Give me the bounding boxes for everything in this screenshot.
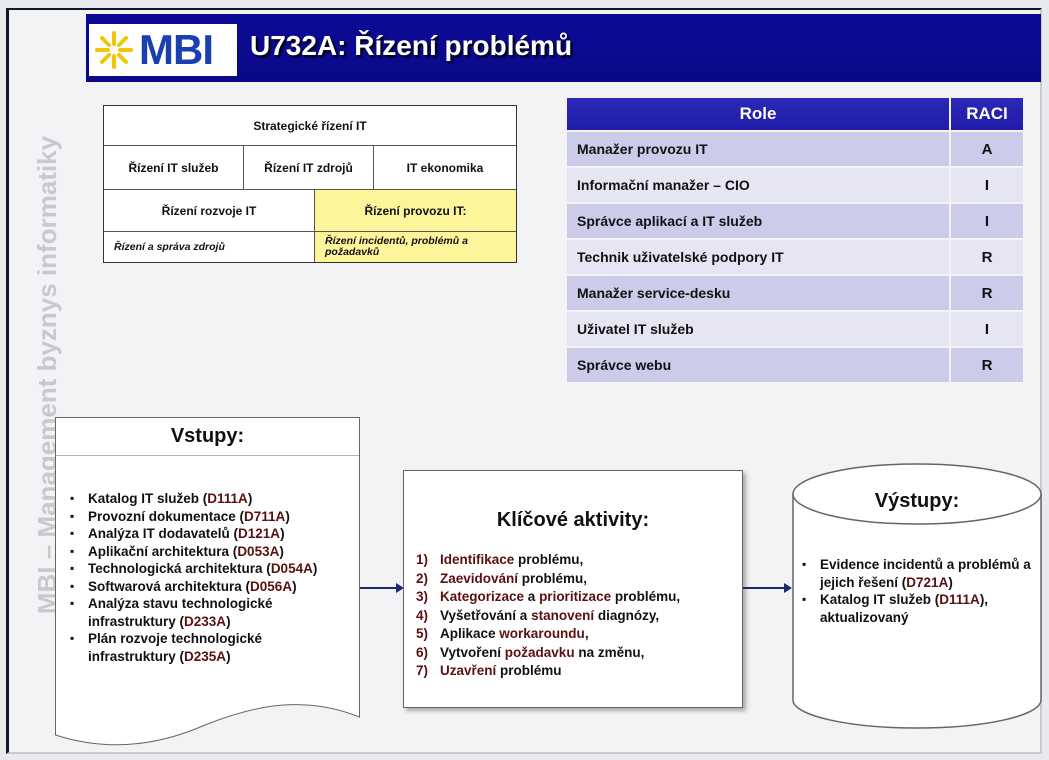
outputs-title: Výstupy: — [874, 490, 960, 512]
table-row: Správce webu R — [567, 348, 1023, 382]
table-row: Uživatel IT služeb I — [567, 312, 1023, 346]
outputs-cylinder: Výstupy: Evidence incidentů a problémů a… — [792, 462, 1042, 730]
table-row: Manažer provozu IT A — [567, 132, 1023, 166]
list-item: 5)Aplikace workaroundu, — [416, 626, 589, 641]
list-item: Aplikační architektura (D053A) — [68, 543, 353, 561]
list-item: 4)Vyšetřování a stanovení diagnózy, — [416, 607, 660, 623]
list-item: 1)Identifikace problému, — [416, 552, 584, 567]
list-item: Plán rozvoje technologické infrastruktur… — [68, 630, 353, 665]
raci-value: I — [951, 312, 1023, 346]
list-item: Provozní dokumentace (D711A) — [68, 508, 353, 526]
title-bar — [86, 14, 1041, 82]
logo-text: MBI — [139, 26, 214, 73]
list-item: Katalog IT služeb (D111A) — [68, 490, 353, 508]
page-title: U732A: Řízení problémů — [250, 30, 573, 61]
structure-top: Strategické řízení IT — [104, 106, 516, 146]
structure-cell: IT ekonomika — [374, 146, 516, 190]
raci-role: Informační manažer – CIO — [567, 168, 949, 202]
list-item: Softwarová architektura (D056A) — [68, 578, 353, 596]
raci-value: A — [951, 132, 1023, 166]
table-row: Správce aplikací a IT služeb I — [567, 204, 1023, 238]
raci-value: R — [951, 348, 1023, 382]
raci-table: Role RACI Manažer provozu IT A Informačn… — [567, 98, 1023, 382]
list-item: 2)Zaevidování problému, — [416, 570, 588, 586]
raci-role: Technik uživatelské podpory IT — [567, 240, 949, 274]
raci-role: Správce aplikací a IT služeb — [567, 204, 949, 238]
raci-role: Manažer service-desku — [567, 276, 949, 310]
raci-value: I — [951, 168, 1023, 202]
raci-value: R — [951, 240, 1023, 274]
raci-role: Správce webu — [567, 348, 949, 382]
list-item: Evidence incidentů a problémů a jejich ř… — [800, 556, 1035, 591]
raci-header-raci: RACI — [951, 98, 1023, 130]
list-item: 6)Vytvoření požadavku na změnu, — [416, 644, 645, 660]
structure-cell: Řízení IT služeb — [104, 146, 244, 190]
list-item: Katalog IT služeb (D111A), aktualizovaný — [800, 591, 1035, 626]
raci-header-role: Role — [567, 98, 949, 130]
structure-cell: Řízení a správa zdrojů — [104, 232, 315, 262]
structure-cell: Řízení IT zdrojů — [244, 146, 374, 190]
list-item: Analýza stavu technologické infrastruktu… — [68, 595, 353, 630]
raci-role: Manažer provozu IT — [567, 132, 949, 166]
inputs-title: Vstupy: — [55, 417, 360, 455]
raci-role: Uživatel IT služeb — [567, 312, 949, 346]
key-activities-box: Klíčové aktivity: 1)Identifikace problém… — [403, 470, 743, 708]
it-structure-table: Strategické řízení IT Řízení IT služeb Ř… — [103, 105, 517, 263]
table-row: Manažer service-desku R — [567, 276, 1023, 310]
list-item: 7)Uzavření problému — [416, 663, 562, 678]
activities-list: 1)Identifikace problému, 2)Zaevidování p… — [416, 551, 680, 681]
mbi-logo: MBI — [89, 24, 237, 76]
structure-cell: Řízení rozvoje IT — [104, 190, 315, 232]
structure-cell-highlight: Řízení incidentů, problémů a požadavků — [315, 232, 516, 262]
list-item: Technologická architektura (D054A) — [68, 560, 353, 578]
activities-title: Klíčové aktivity: — [496, 509, 650, 531]
outputs-list: Evidence incidentů a problémů a jejich ř… — [800, 556, 1035, 626]
structure-cell-highlight: Řízení provozu IT: — [315, 190, 516, 232]
arrow-right-icon — [743, 583, 792, 593]
inputs-list: Katalog IT služeb (D111A) Provozní dokum… — [68, 490, 353, 665]
list-item: Analýza IT dodavatelů (D121A) — [68, 525, 353, 543]
sun-icon — [95, 31, 133, 69]
inputs-body: Katalog IT služeb (D111A) Provozní dokum… — [55, 455, 360, 752]
table-row: Technik uživatelské podpory IT R — [567, 240, 1023, 274]
list-item: 3)Kategorizace a prioritizace problému, — [416, 589, 681, 604]
table-row: Informační manažer – CIO I — [567, 168, 1023, 202]
arrow-right-icon — [360, 583, 404, 593]
raci-value: I — [951, 204, 1023, 238]
raci-value: R — [951, 276, 1023, 310]
inputs-document: Vstupy: Katalog IT služeb (D111A) Provoz… — [55, 417, 360, 752]
